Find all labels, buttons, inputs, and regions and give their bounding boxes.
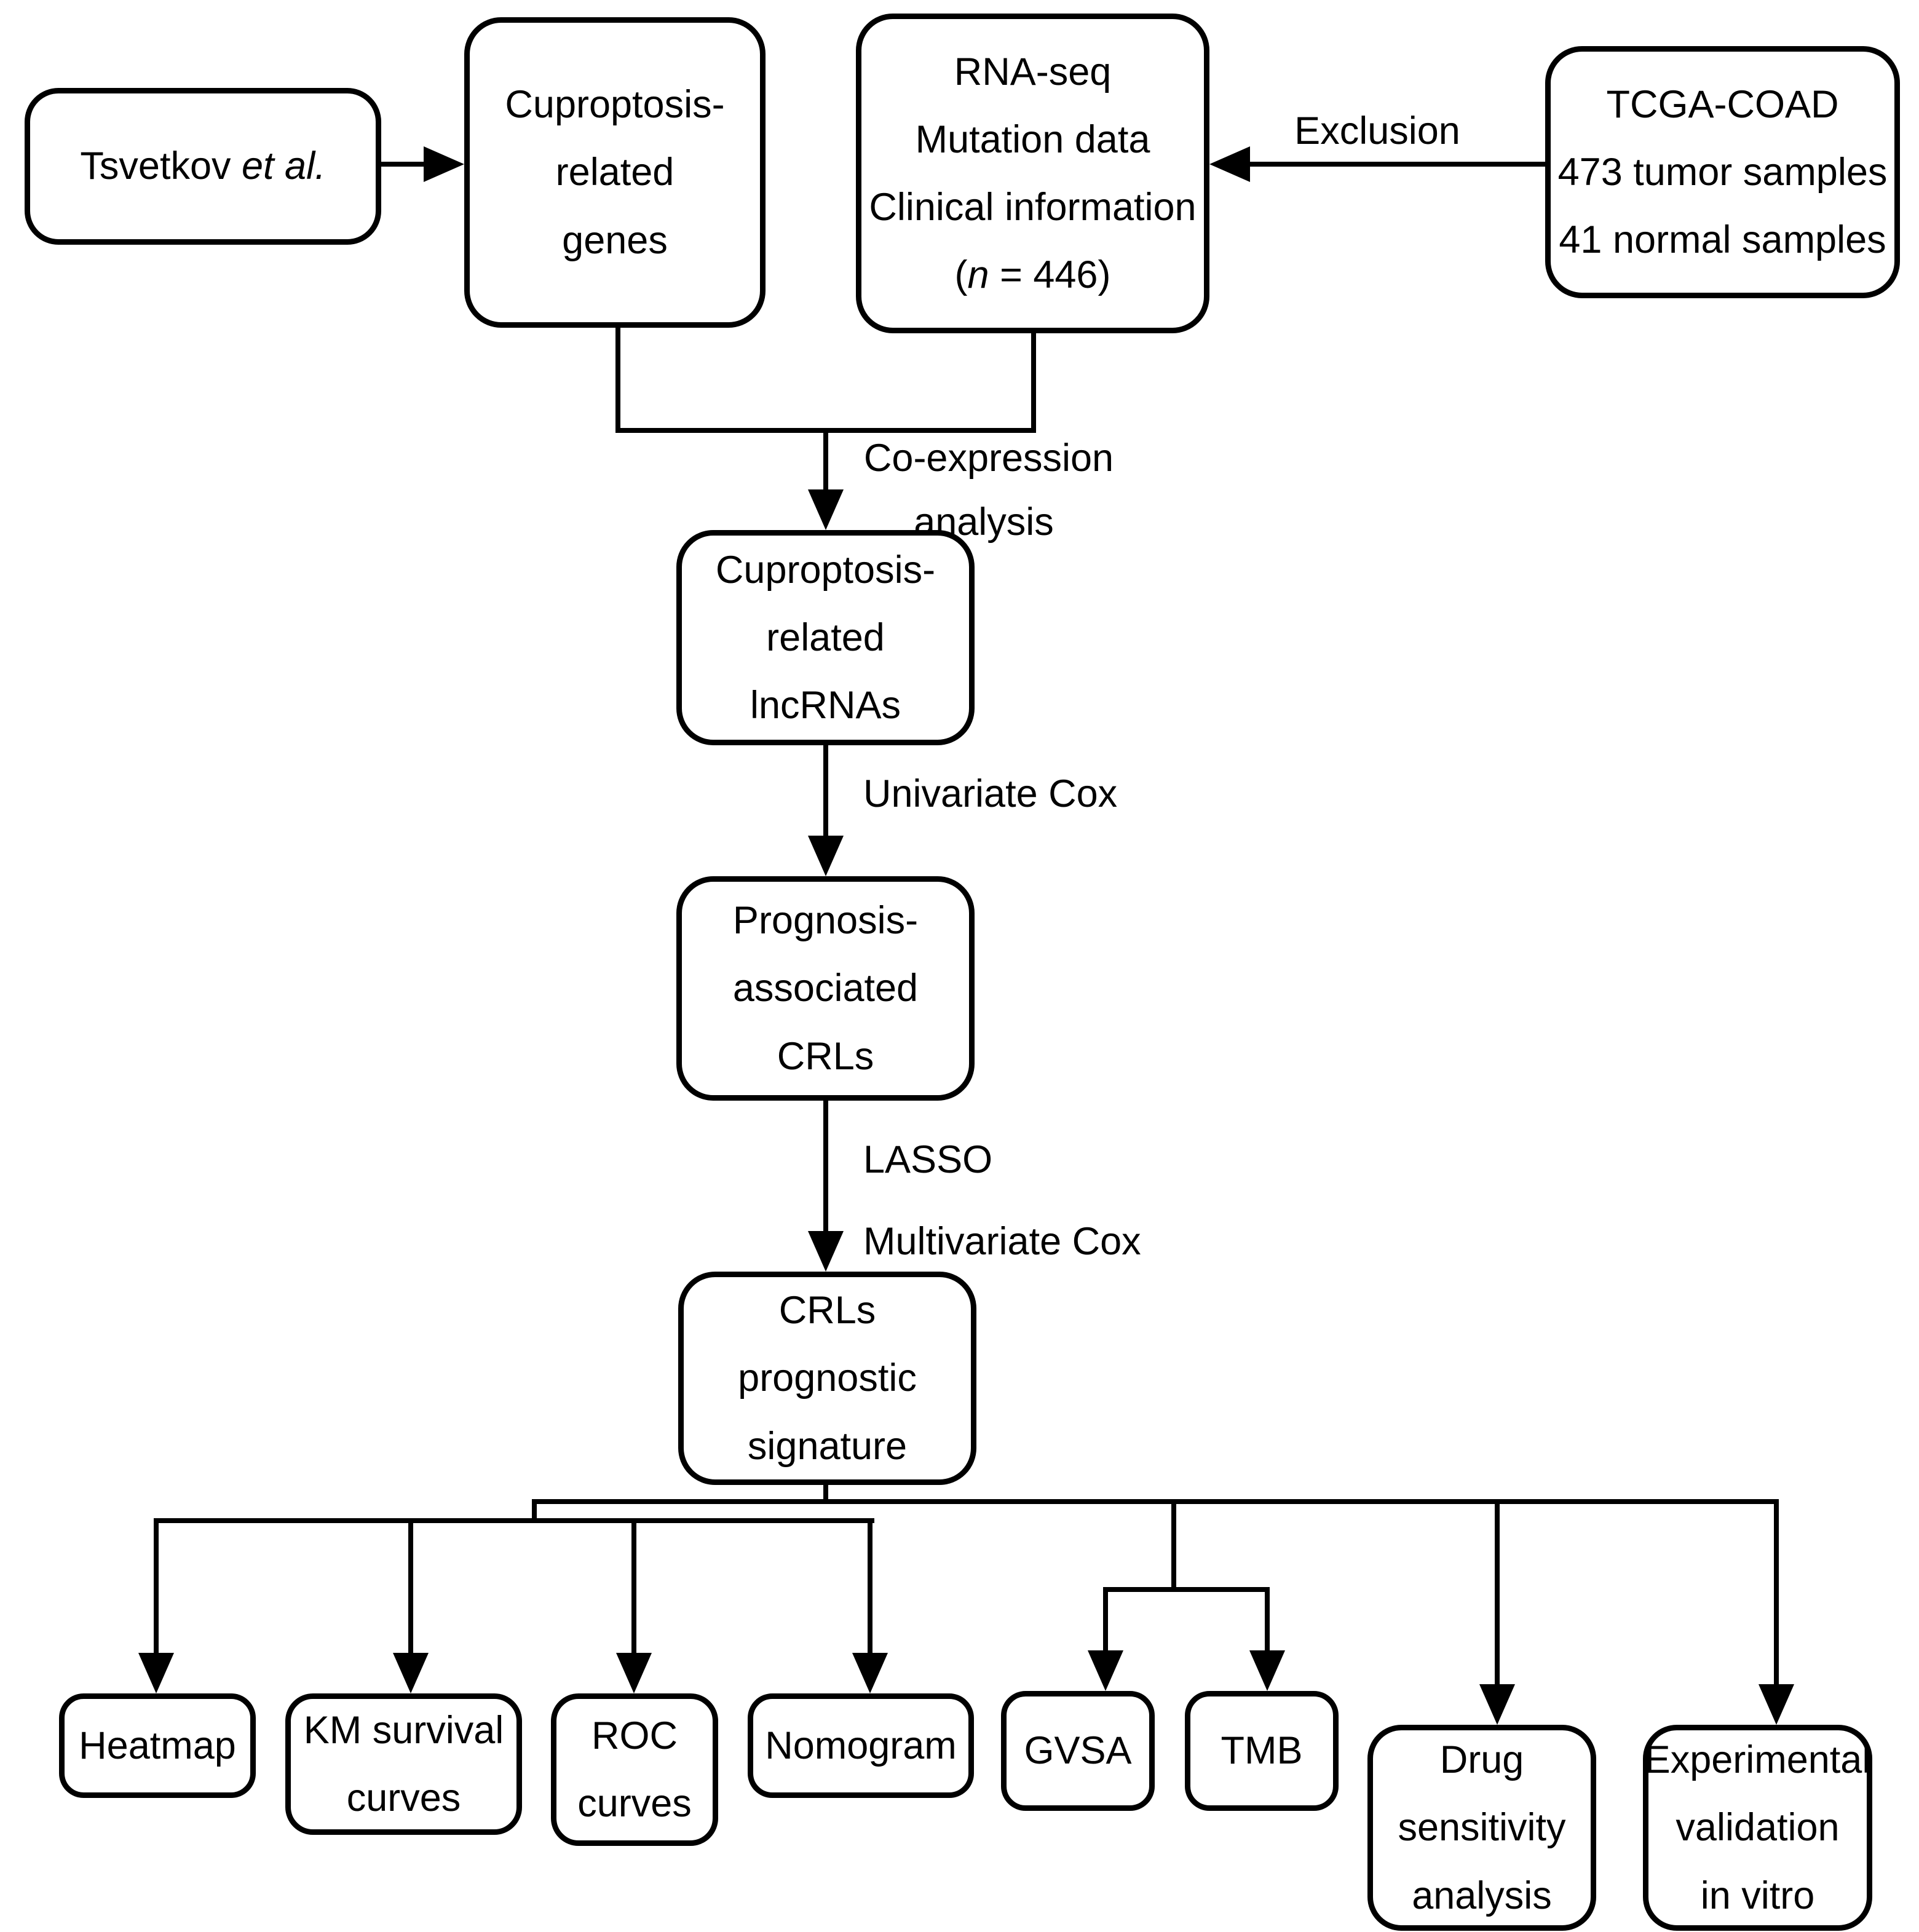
connector-branch-main-line: [532, 1499, 1778, 1504]
node-nomogram: Nomogram: [748, 1693, 974, 1798]
connector-branch-second-line: [154, 1518, 874, 1523]
arrow-experimental-arrowhead: [1759, 1684, 1794, 1725]
label-exclusion: Exclusion: [1294, 109, 1460, 152]
label-univariate-cox: Univariate Cox: [863, 772, 1118, 815]
arrow-heatmap-arrowhead: [138, 1653, 174, 1693]
arrow-tsvetkov-to-genes-line: [381, 162, 437, 167]
arrow-lasso-arrowhead: [808, 1231, 844, 1272]
label-coexpression-line1: Co-expression: [863, 437, 1114, 480]
arrow-tsvetkov-to-genes-arrowhead: [424, 146, 464, 182]
arrow-nomogram-line: [868, 1518, 872, 1655]
arrow-univariate-arrowhead: [808, 836, 844, 876]
arrow-gvsa-arrowhead: [1088, 1650, 1123, 1691]
arrow-experimental-line: [1774, 1499, 1779, 1687]
arrow-univariate-line: [823, 745, 828, 838]
arrow-roc-line: [631, 1518, 636, 1655]
connector-genes-drop: [615, 328, 620, 433]
arrow-km-arrowhead: [393, 1653, 429, 1693]
arrow-heatmap-line: [154, 1518, 159, 1655]
arrow-nomogram-arrowhead: [852, 1653, 888, 1693]
arrow-exclusion-line: [1248, 162, 1545, 167]
arrow-gvsa-line: [1103, 1587, 1108, 1653]
connector-rnaseq-drop: [1031, 333, 1036, 433]
arrow-km-line: [408, 1518, 413, 1655]
arrow-lasso-line: [823, 1101, 828, 1231]
arrow-drug-arrowhead: [1479, 1684, 1515, 1725]
arrow-coexpression-arrowhead: [808, 489, 844, 530]
arrow-tmb-arrowhead: [1249, 1650, 1285, 1691]
arrow-exclusion-arrowhead: [1209, 146, 1250, 182]
node-tsvetkov: Tsvetkov et al.: [25, 88, 381, 245]
label-multivariate-cox: Multivariate Cox: [863, 1220, 1141, 1263]
node-gvsa: GVSA: [1001, 1691, 1155, 1811]
arrow-tmb-line: [1265, 1587, 1270, 1653]
connector-branch-stem: [823, 1485, 828, 1504]
connector-branch-left-drop: [532, 1499, 537, 1523]
connector-gvsa-tmb-line: [1103, 1587, 1270, 1592]
label-lasso: LASSO: [863, 1138, 993, 1181]
connector-gvsa-tmb-stem: [1171, 1499, 1176, 1591]
arrow-coexpression-line: [823, 428, 828, 492]
arrow-drug-line: [1495, 1499, 1500, 1687]
node-heatmap: Heatmap: [59, 1693, 256, 1798]
node-tmb: TMB: [1185, 1691, 1339, 1811]
arrow-roc-arrowhead: [616, 1653, 652, 1693]
